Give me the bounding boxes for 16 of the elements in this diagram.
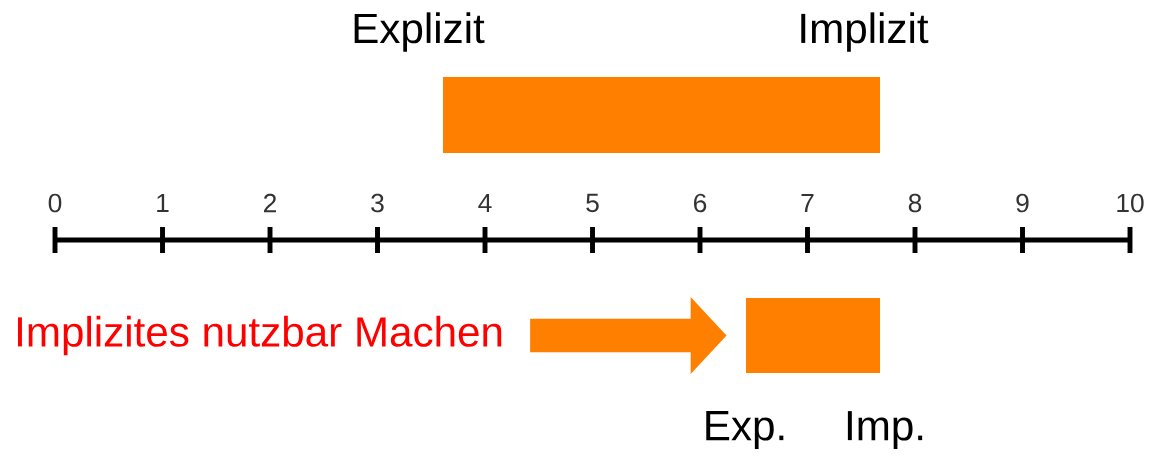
tick-label: 7 xyxy=(801,193,814,213)
tick-label: 10 xyxy=(1117,193,1144,213)
tick-label: 8 xyxy=(908,193,922,213)
bar-label: Imp. xyxy=(847,411,923,449)
bar-label: Explizit xyxy=(354,12,485,52)
tick-label: 6 xyxy=(694,193,707,213)
tick-label: 5 xyxy=(586,193,599,213)
bar-label: Implizit xyxy=(801,12,929,52)
caption-text: Implizites nutzbar Machen xyxy=(18,315,502,356)
tick-label: 1 xyxy=(157,193,169,213)
tick-label: 4 xyxy=(478,193,492,213)
tick-label: 3 xyxy=(371,193,384,213)
bar-label: Exp. xyxy=(706,411,784,449)
tick-label: 2 xyxy=(264,193,276,213)
tick-label: 9 xyxy=(1016,193,1029,213)
tick-label: 0 xyxy=(48,193,62,213)
